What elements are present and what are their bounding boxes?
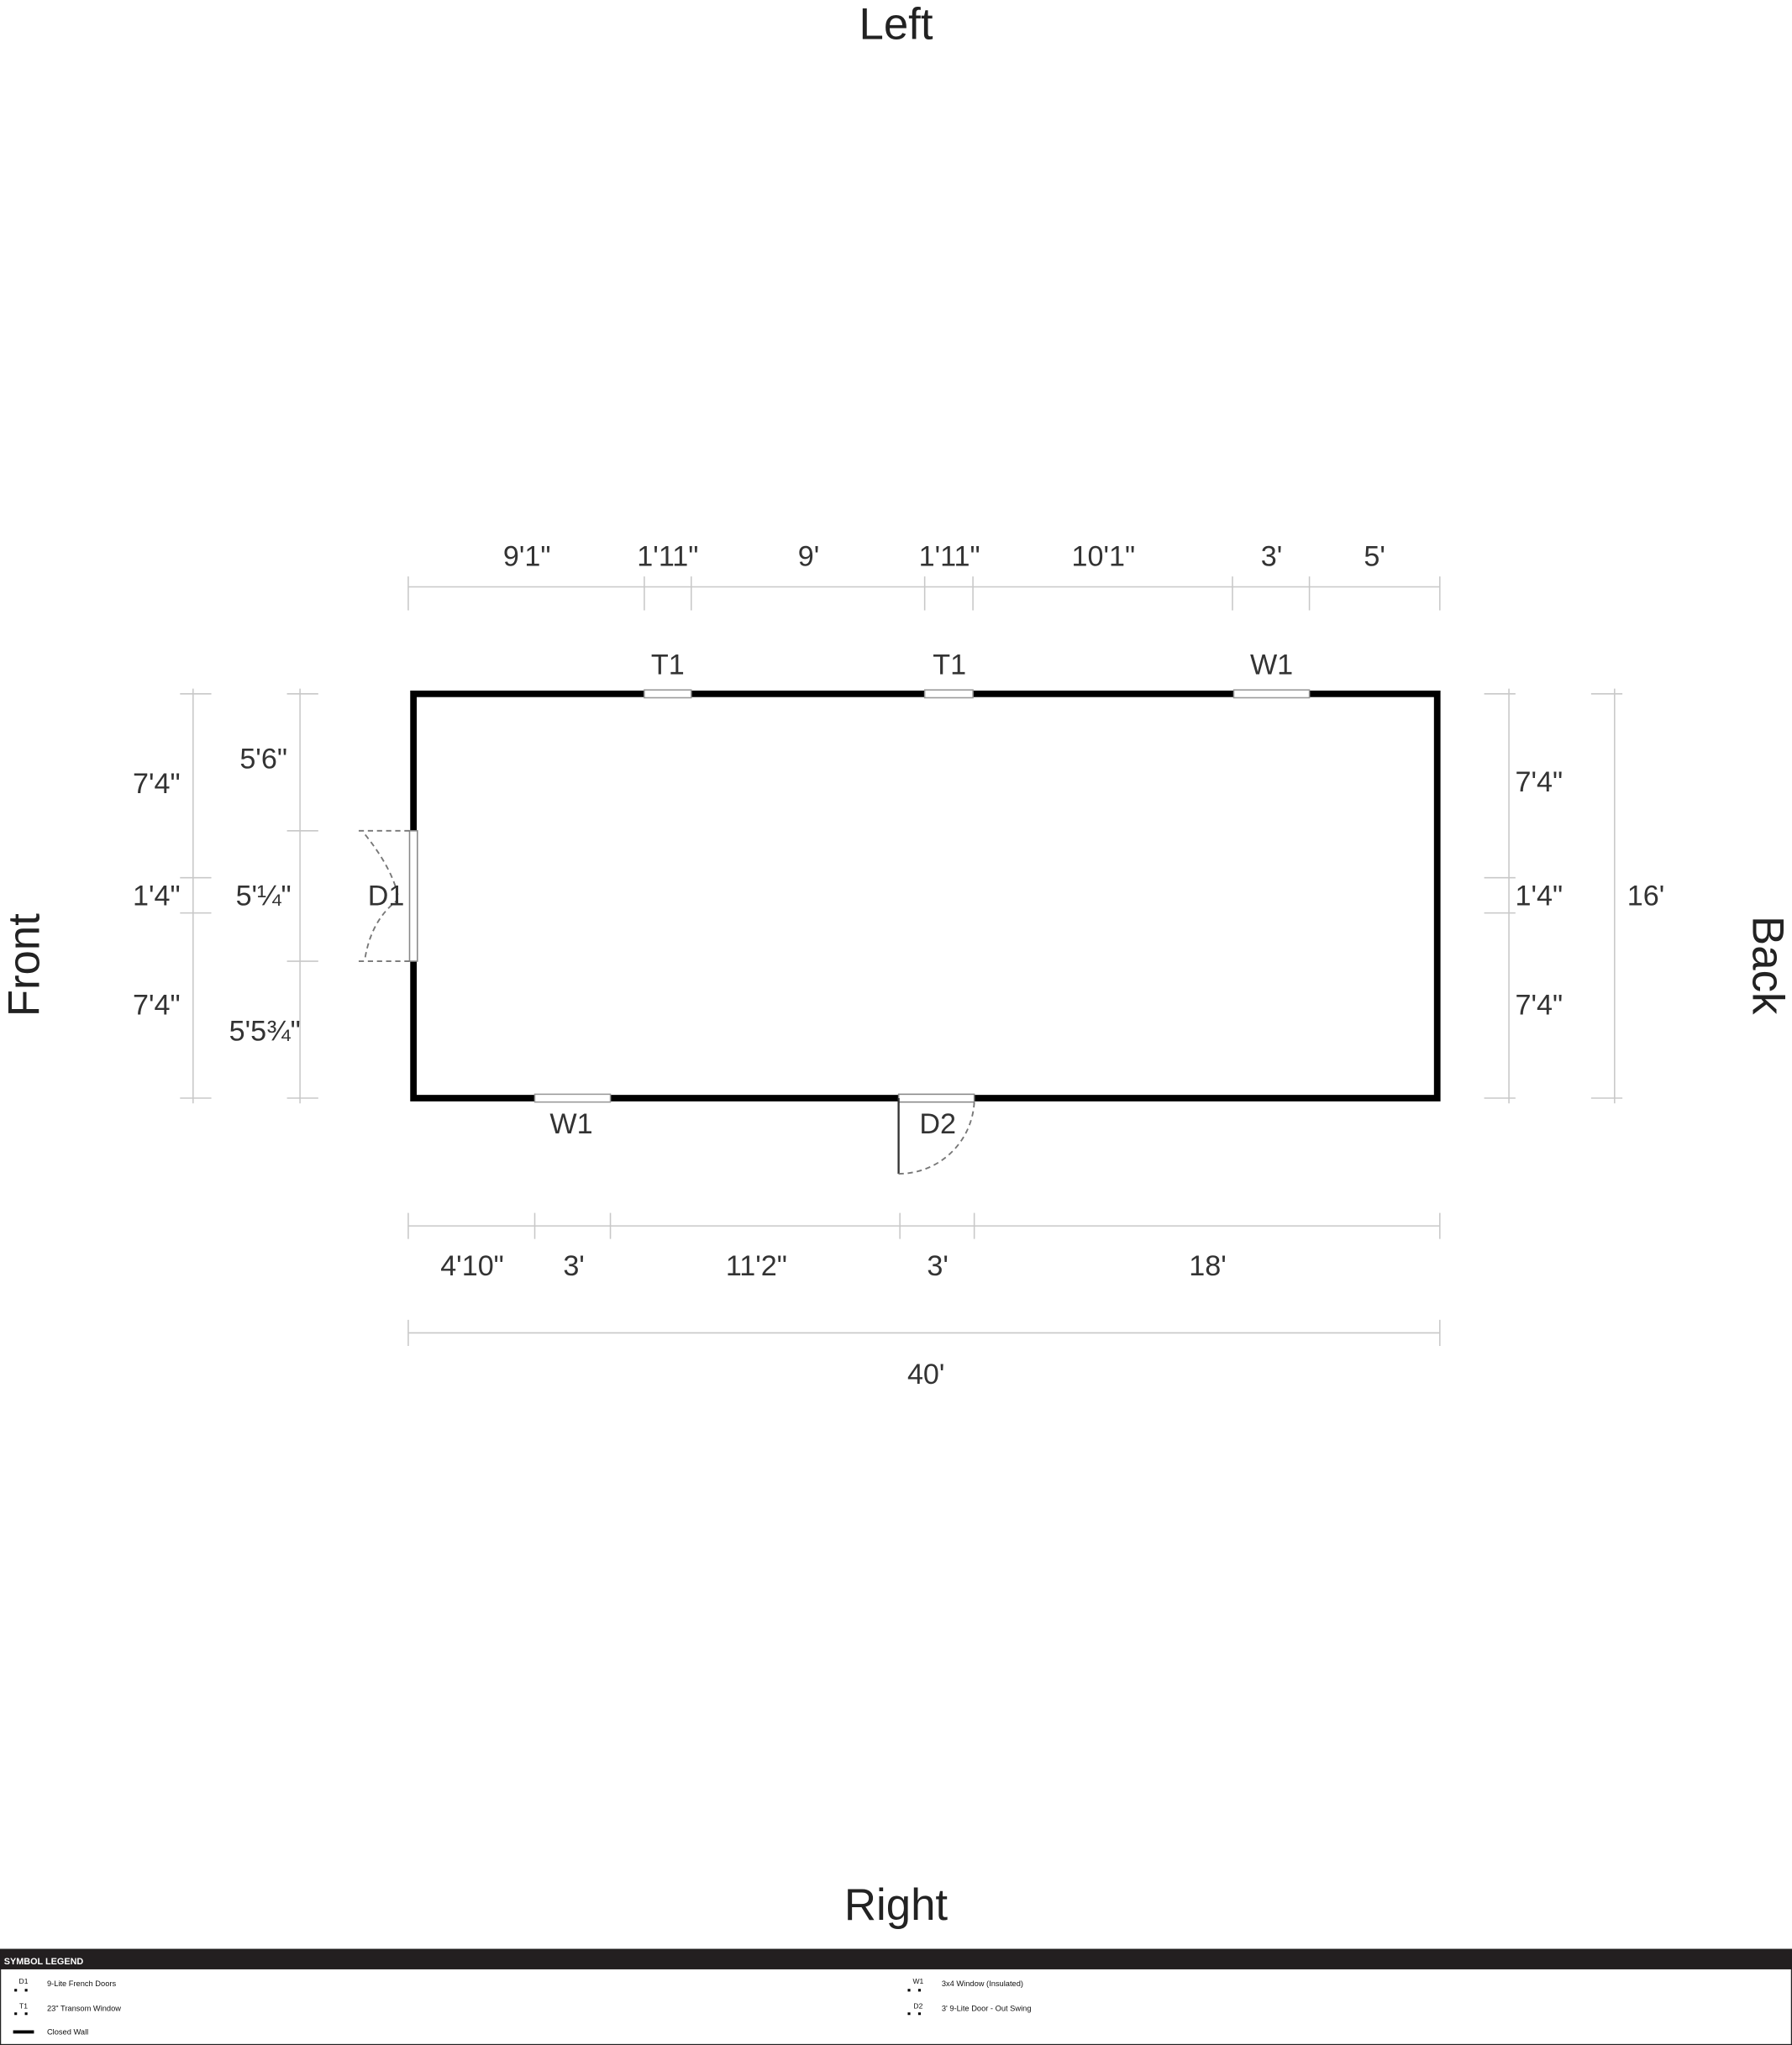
top-dim: 5' xyxy=(1364,541,1385,573)
building-outline xyxy=(410,690,1441,1101)
side-label-left: Left xyxy=(859,0,933,50)
legend-item: W1 3x4 Window (Insulated) xyxy=(907,1977,1023,1992)
opening-label: W1 xyxy=(549,1108,592,1140)
right-dim: 7'4" xyxy=(1515,990,1563,1022)
window xyxy=(1232,689,1311,699)
window xyxy=(533,1093,612,1103)
svg-text:D2: D2 xyxy=(913,2002,922,2011)
side-label-right: Right xyxy=(844,1880,949,1930)
bottom-dimension-line xyxy=(407,1212,1441,1346)
top-dim: 9' xyxy=(798,541,820,573)
opening-label: T1 xyxy=(933,649,966,681)
left-inner-dim: 5'6" xyxy=(239,743,287,775)
legend-item: Closed Wall xyxy=(13,2028,88,2037)
bottom-dim: 11'2" xyxy=(726,1250,787,1282)
side-label-back: Back xyxy=(1742,916,1792,1015)
svg-text:D1: D1 xyxy=(19,1977,29,1985)
top-dim: 9'1" xyxy=(503,541,551,573)
svg-text:T1: T1 xyxy=(19,2002,28,2011)
opening-label: D1 xyxy=(368,880,405,912)
side-label-front: Front xyxy=(0,913,50,1017)
opening-label: D2 xyxy=(919,1108,956,1140)
overall-width: 16' xyxy=(1627,880,1665,912)
svg-text:3' 9-Lite Door - Out Swing: 3' 9-Lite Door - Out Swing xyxy=(942,2005,1032,2013)
bottom-dim: 18' xyxy=(1189,1250,1227,1282)
symbol-legend: SYMBOL LEGEND D1 9-Lite French Doors T1 … xyxy=(0,1948,1792,2045)
door-out-swing xyxy=(897,1093,975,1175)
top-dim: 1'11" xyxy=(919,541,980,573)
svg-text:3x4 Window (Insulated): 3x4 Window (Insulated) xyxy=(942,1979,1023,1988)
top-dim: 10'1" xyxy=(1072,541,1136,573)
top-dim: 1'11" xyxy=(637,541,698,573)
bottom-dim: 3' xyxy=(927,1250,949,1282)
bottom-dim: 4'10" xyxy=(440,1250,504,1282)
legend-title: SYMBOL LEGEND xyxy=(4,1957,84,1967)
transom-window xyxy=(644,689,692,699)
left-outer-dim: 7'4" xyxy=(133,768,181,800)
svg-text:Closed Wall: Closed Wall xyxy=(47,2028,88,2037)
opening-label: W1 xyxy=(1250,649,1293,681)
legend-item: T1 23" Transom Window xyxy=(14,2002,121,2016)
svg-text:9-Lite French Doors: 9-Lite French Doors xyxy=(47,1979,117,1988)
legend-item: D2 3' 9-Lite Door - Out Swing xyxy=(907,2002,1032,2016)
opening-label: T1 xyxy=(651,649,685,681)
left-outer-dim: 1'4" xyxy=(133,880,181,912)
overall-length: 40' xyxy=(907,1359,945,1390)
left-dimension-lines xyxy=(180,688,318,1104)
right-dimension-lines xyxy=(1484,688,1623,1104)
right-dim: 7'4" xyxy=(1515,766,1563,798)
french-doors xyxy=(358,829,418,962)
svg-text:W1: W1 xyxy=(912,1977,923,1985)
left-outer-dim: 7'4" xyxy=(133,990,181,1022)
left-inner-dim: 5'¼" xyxy=(236,880,292,912)
top-dim: 3' xyxy=(1261,541,1283,573)
top-dimension-line xyxy=(407,576,1441,611)
legend-item: D1 9-Lite French Doors xyxy=(14,1977,117,1992)
right-dim: 1'4" xyxy=(1515,880,1563,912)
bottom-dim: 3' xyxy=(563,1250,585,1282)
left-inner-dim: 5'5¾" xyxy=(229,1016,301,1048)
transom-window xyxy=(923,689,974,699)
svg-text:23" Transom Window: 23" Transom Window xyxy=(47,2005,121,2013)
